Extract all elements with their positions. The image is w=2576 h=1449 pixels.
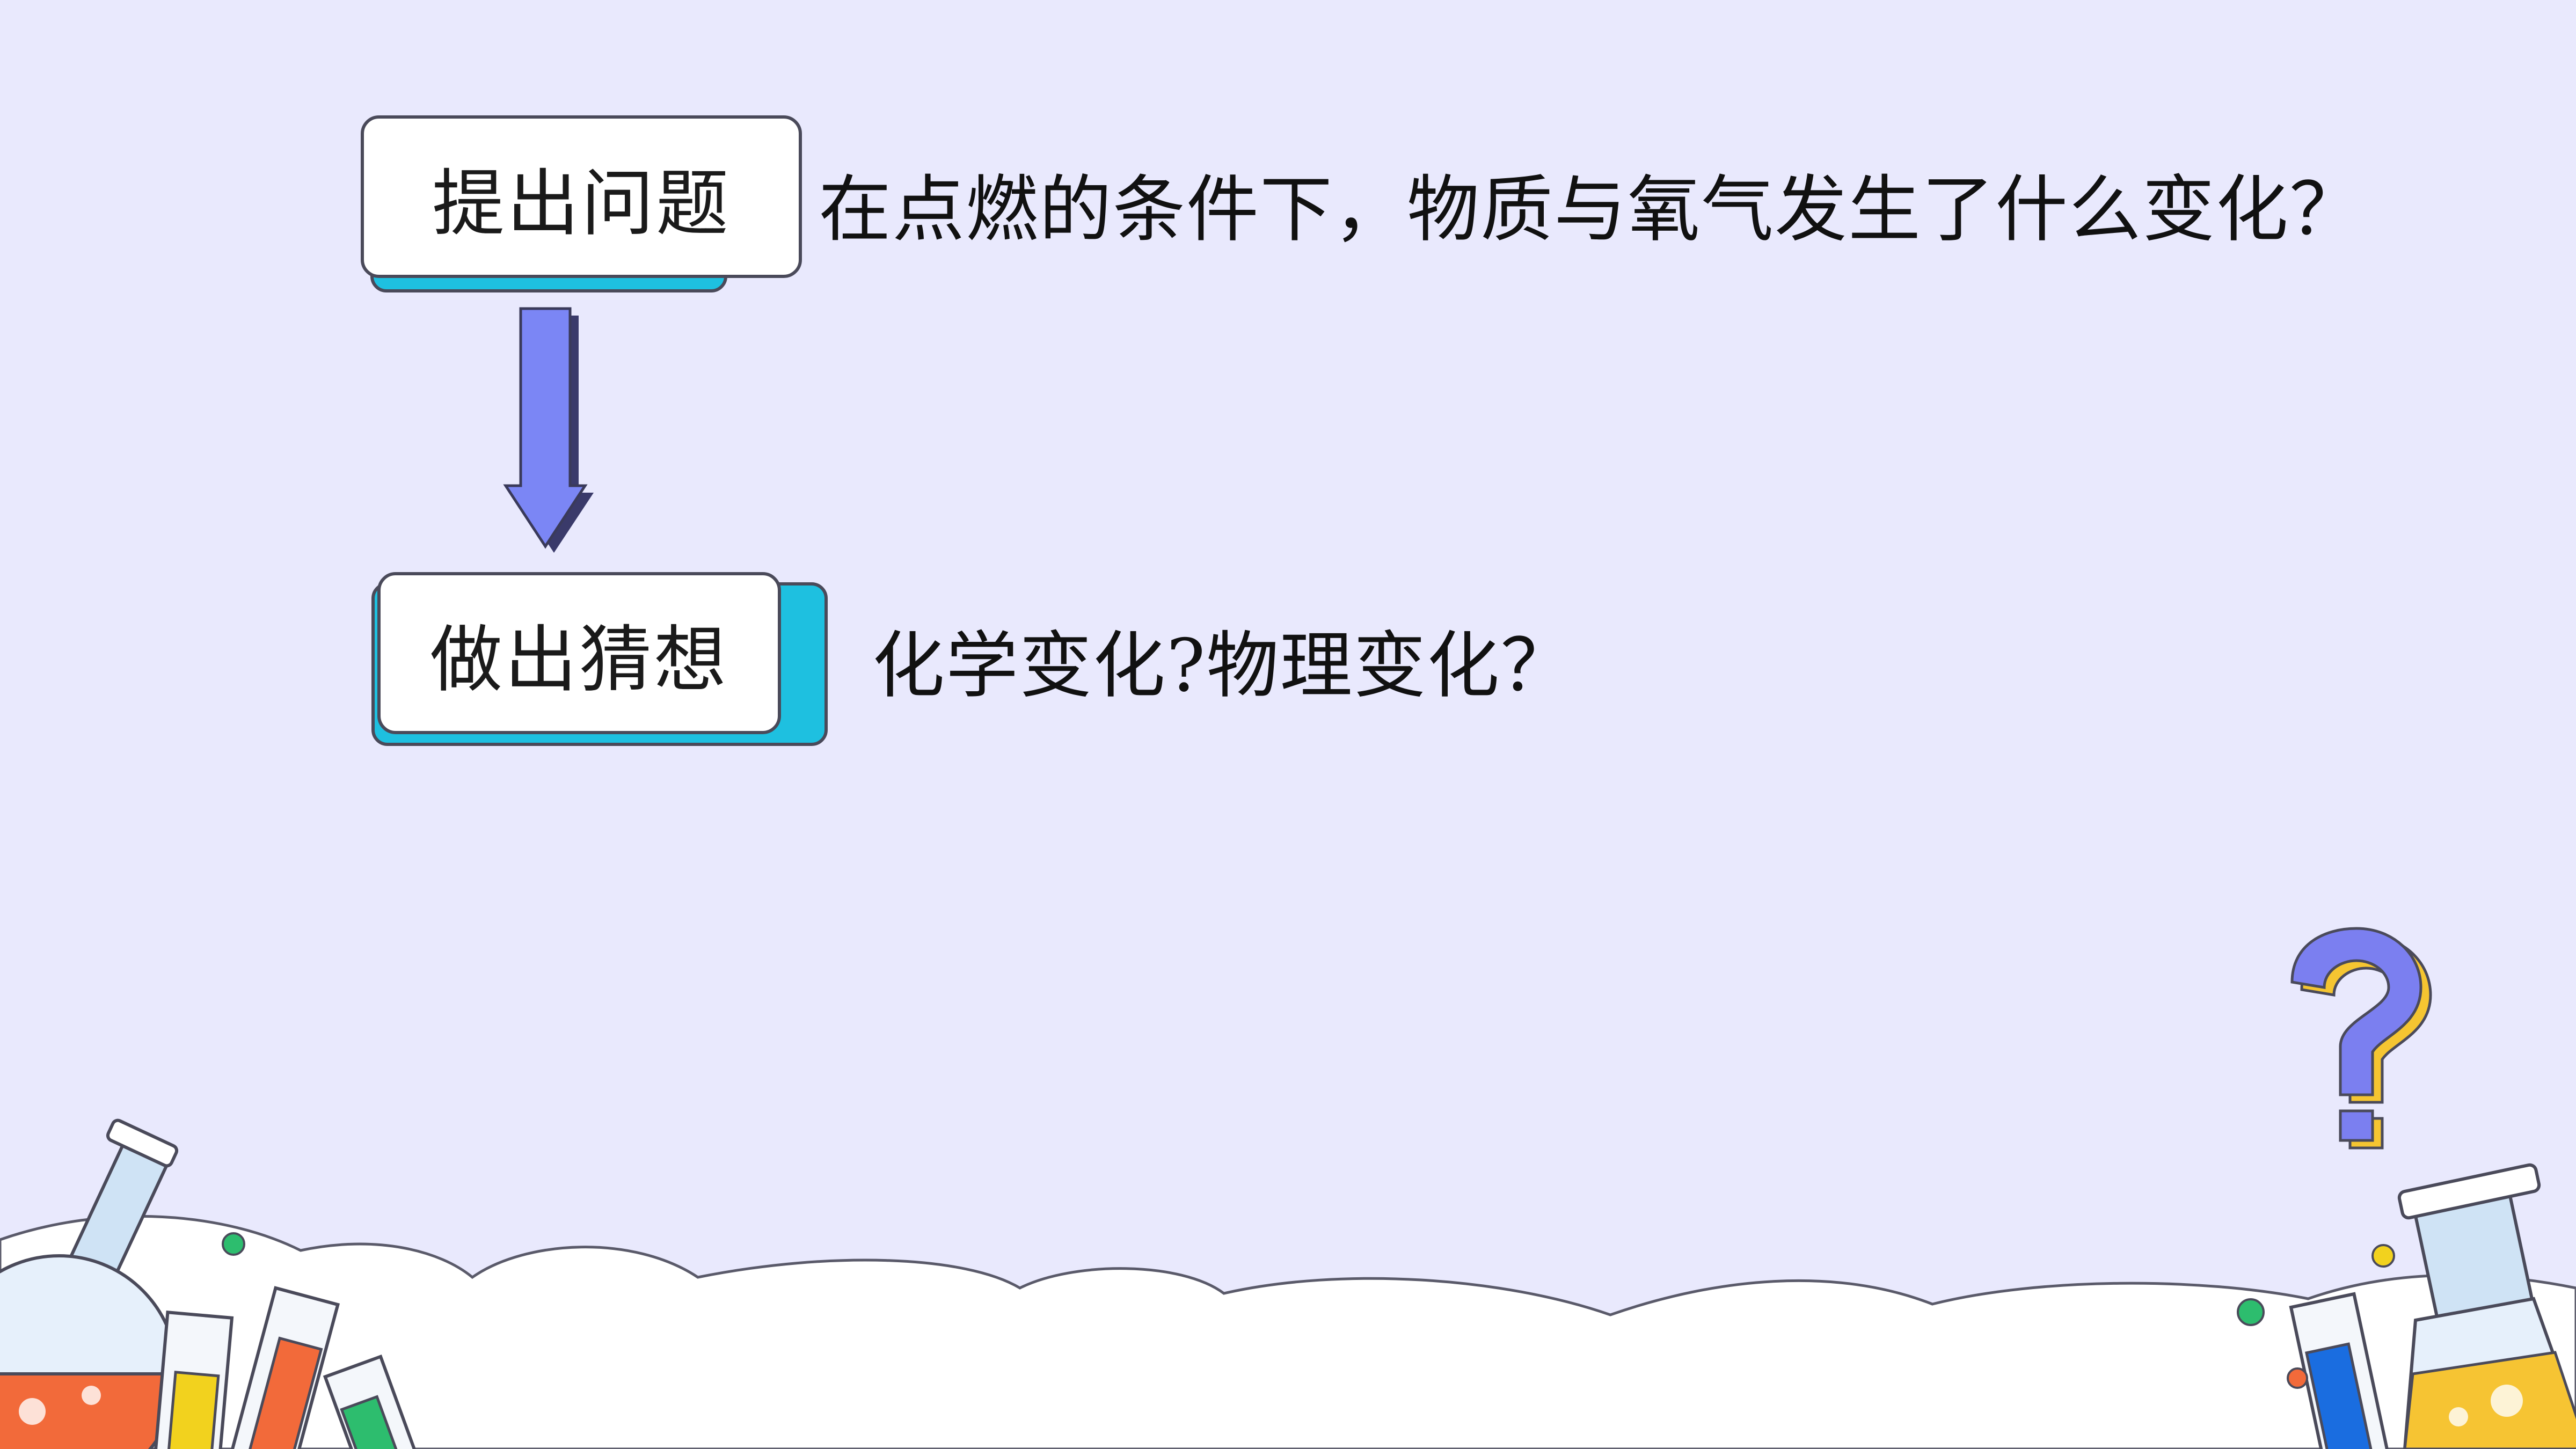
step1-text: 在点燃的条件下，物质与氧气发生了什么变化？ — [819, 167, 2363, 252]
step1-label-box: 提出问题 — [361, 115, 802, 278]
step1-label: 提出问题 — [432, 161, 731, 246]
step2-label-box: 做出猜想 — [377, 572, 781, 734]
question-mark-icon — [2290, 927, 2432, 1150]
cloud-icon — [0, 1214, 2576, 1449]
test-tube-icon — [152, 1232, 424, 1449]
step2-label: 做出猜想 — [430, 618, 728, 702]
arrow-down-icon — [503, 307, 594, 553]
flask-icon — [2397, 1163, 2576, 1449]
step2-text: 化学变化?物理变化？ — [872, 624, 1574, 708]
test-tube-icon — [2237, 1244, 2395, 1449]
